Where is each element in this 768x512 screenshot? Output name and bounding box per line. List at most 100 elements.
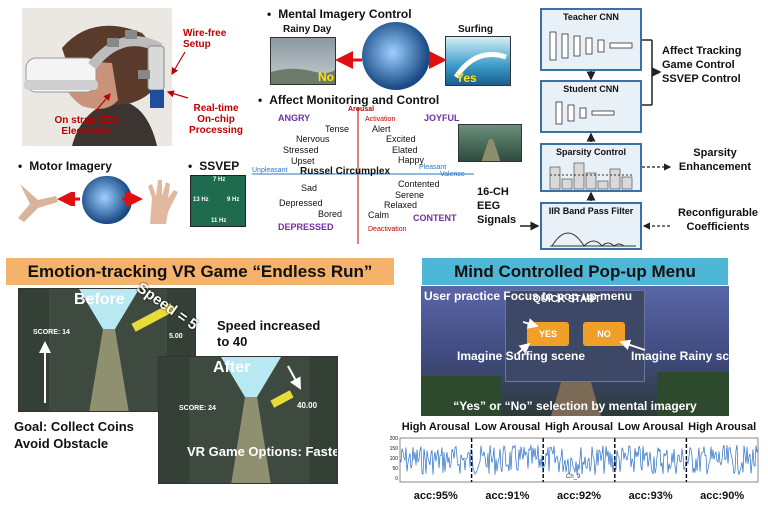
imagine-rainy-label: Imagine Rainy scene bbox=[631, 349, 729, 363]
eeg-accuracy: acc:93% bbox=[628, 490, 673, 502]
axis-activation: Activation bbox=[365, 116, 396, 123]
axis-valence: Valence bbox=[440, 171, 465, 178]
on-strap-label: On strap EEG Electrodes bbox=[54, 115, 120, 137]
surfing-label: Surfing bbox=[458, 24, 493, 35]
eeg-segment-label: Low Arousal bbox=[474, 421, 541, 433]
hand-image bbox=[140, 176, 182, 226]
word-happy: Happy bbox=[398, 155, 425, 165]
axis-unpleasant: Unpleasant bbox=[252, 167, 288, 174]
game-arrows bbox=[39, 341, 301, 403]
eeg-plot-frame bbox=[399, 437, 759, 483]
ssvep-freq-bottom: 11 Hz bbox=[211, 218, 227, 224]
selection-label: “Yes” or “No” selection by mental imager… bbox=[453, 399, 697, 413]
axis-arousal: Arousal bbox=[348, 106, 375, 113]
quadrant-angry: ANGRY bbox=[278, 113, 311, 123]
quadrant-content: CONTENT bbox=[413, 213, 457, 223]
student-cnn-block: Student CNN bbox=[540, 80, 642, 133]
word-contented: Contented bbox=[398, 179, 440, 189]
circumplex-axes bbox=[252, 108, 474, 244]
before-label: Before bbox=[74, 291, 125, 308]
student-cnn-title: Student CNN bbox=[563, 84, 619, 94]
word-calm: Calm bbox=[368, 210, 390, 220]
eeg-segment-label: High Arousal bbox=[401, 421, 470, 433]
eeg-y-tick: 0 bbox=[395, 476, 398, 482]
menu-screen: QUICK START YES NO User practice Focus t… bbox=[421, 286, 729, 416]
eeg-trace-line bbox=[399, 444, 759, 475]
ssvep-heading: SSVEP bbox=[188, 159, 239, 173]
word-elated: Elated bbox=[392, 145, 418, 155]
score-after: SCORE: 24 bbox=[179, 405, 216, 412]
outputs-label: Affect Tracking Game Control SSVEP Contr… bbox=[662, 45, 742, 85]
axis-pleasant: Pleasant bbox=[419, 164, 447, 171]
game-banner: Emotion-tracking VR Game “Endless Run” bbox=[6, 258, 394, 285]
eeg-accuracy: acc:95% bbox=[413, 490, 458, 502]
score-before: SCORE: 14 bbox=[33, 329, 70, 336]
rainy-day-image bbox=[270, 37, 336, 85]
eeg-y-tick: 150 bbox=[389, 446, 398, 452]
eeg-accuracy: acc:92% bbox=[556, 490, 601, 502]
no-button[interactable]: NO bbox=[583, 322, 625, 346]
affect-game-thumbnail bbox=[458, 124, 522, 162]
eeg-y-tick: 50 bbox=[392, 466, 398, 472]
eeg-segment-label: Low Arousal bbox=[617, 421, 684, 433]
word-excited: Excited bbox=[386, 134, 416, 144]
word-stressed: Stressed bbox=[283, 145, 319, 155]
eeg-segment-label: High Arousal bbox=[688, 421, 757, 433]
eeg-legend: Ch_9 bbox=[566, 474, 581, 480]
motor-imagery-heading: Motor Imagery bbox=[18, 159, 112, 173]
brain-head-image bbox=[362, 22, 430, 90]
eeg-segment-label: High Arousal bbox=[544, 421, 613, 433]
speed-note: Speed increased to 40 bbox=[217, 318, 321, 349]
iir-filter-title: IIR Band Pass Filter bbox=[548, 206, 634, 216]
eeg-input-label: 16-CH EEG Signals bbox=[477, 186, 517, 226]
speed-value-before: 5.00 bbox=[169, 333, 183, 340]
rainy-day-label: Rainy Day bbox=[283, 24, 332, 35]
word-tense: Tense bbox=[325, 124, 350, 134]
after-label: After bbox=[213, 359, 251, 376]
quick-start-title: QUICK START bbox=[533, 294, 601, 305]
ssvep-freq-right: 9 Hz bbox=[227, 197, 240, 203]
word-upset: Upset bbox=[291, 156, 315, 166]
eeg-accuracy: acc:90% bbox=[700, 490, 745, 502]
word-relaxed: Relaxed bbox=[384, 200, 418, 210]
motor-arrows bbox=[57, 192, 143, 206]
ssvep-freq-top: 7 Hz bbox=[213, 177, 226, 183]
ssvep-freq-left: 13 Hz bbox=[193, 197, 209, 203]
eeg-y-tick: 200 bbox=[389, 436, 398, 442]
headset-photo bbox=[22, 8, 172, 146]
eeg-y-tick: 100 bbox=[389, 456, 398, 462]
goal-label: Goal: Collect Coins Avoid Obstacle bbox=[14, 419, 134, 451]
word-nervous: Nervous bbox=[296, 134, 330, 144]
mental-imagery-heading: Mental Imagery Control bbox=[267, 7, 411, 21]
no-label: No bbox=[318, 70, 334, 84]
quadrant-depressed: DEPRESSED bbox=[278, 222, 334, 232]
quadrant-joyful: JOYFUL bbox=[424, 113, 460, 123]
sparsity-enhancement-label: Sparsity Enhancement bbox=[678, 147, 752, 173]
realtime-label: Real-time On-chip Processing bbox=[189, 103, 243, 136]
pipeline-arrows bbox=[520, 39, 672, 231]
eeg-trace-plot bbox=[399, 437, 759, 483]
ssvep-grid: 7 Hz 13 Hz 9 Hz 11 Hz bbox=[190, 175, 246, 227]
word-alert: Alert bbox=[372, 124, 391, 134]
eeg-accuracy: acc:91% bbox=[485, 490, 530, 502]
teacher-cnn-block: Teacher CNN bbox=[540, 8, 642, 71]
word-serene: Serene bbox=[395, 190, 425, 200]
speed-value-after: 40.00 bbox=[297, 401, 318, 410]
yes-label: Yes bbox=[456, 71, 477, 85]
reconfigurable-label: Reconfigurable Coefficients bbox=[677, 207, 759, 233]
vr-options-label: VR Game Options: Faster/ Slower bbox=[187, 444, 337, 459]
mental-arrows bbox=[335, 51, 447, 69]
iir-filter-block: IIR Band Pass Filter bbox=[540, 202, 642, 250]
teacher-cnn-title: Teacher CNN bbox=[563, 12, 619, 22]
word-bored: Bored bbox=[318, 209, 343, 219]
menu-arrows bbox=[516, 318, 646, 355]
russel-circumplex-label: Russel Circumplex bbox=[300, 166, 391, 177]
game-after-screen: After SCORE: 24 40.00 VR Game Options: F… bbox=[158, 356, 338, 484]
affect-heading: Affect Monitoring and Control bbox=[258, 93, 439, 107]
wire-free-label: Wire-free Setup bbox=[183, 28, 227, 50]
word-depressed: Depressed bbox=[279, 198, 323, 208]
word-sad: Sad bbox=[301, 183, 318, 193]
kicking-leg-image bbox=[16, 178, 60, 224]
sparsity-control-title: Sparsity Control bbox=[555, 147, 626, 157]
axis-deactivation: Deactivation bbox=[368, 226, 407, 233]
